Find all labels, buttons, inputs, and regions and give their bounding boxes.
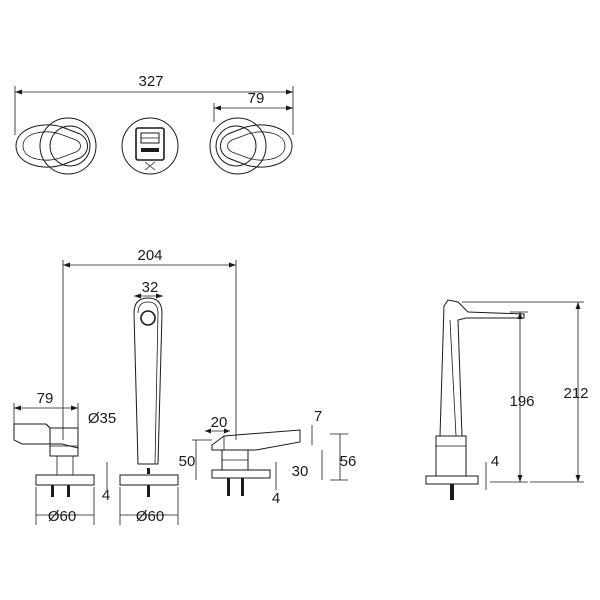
dim-label-dia60-left: Ø60 xyxy=(48,508,76,525)
right-handle-top xyxy=(209,117,293,175)
dim-spout-width: 32 xyxy=(134,279,163,299)
dim-label-30: 30 xyxy=(292,463,309,480)
dim-label-196: 196 xyxy=(509,393,534,410)
dim-label-7: 7 xyxy=(314,408,322,425)
spout-front: Ø60 xyxy=(119,297,179,525)
dim-overall-width-top: 327 xyxy=(14,73,294,135)
dim-label-32: 32 xyxy=(142,279,159,296)
dim-handle-width-top: 79 xyxy=(213,90,293,122)
spout-top xyxy=(121,117,179,175)
dim-label-dia35: Ø35 xyxy=(88,410,116,427)
dim-label-20: 20 xyxy=(211,414,228,431)
dim-label-4-side: 4 xyxy=(491,453,499,470)
dim-label-327: 327 xyxy=(138,73,163,90)
dim-label-dia60-center: Ø60 xyxy=(136,508,164,525)
dim-label-79-front: 79 xyxy=(37,390,54,407)
dim-overall-width-front: 204 xyxy=(62,247,237,440)
front-view: 204 32 Ø60 79 xyxy=(13,247,357,525)
dim-label-50: 50 xyxy=(179,453,196,470)
side-view: 4 196 212 xyxy=(425,299,589,500)
dim-label-56: 56 xyxy=(340,453,357,470)
left-handle-front: 79 Ø35 Ø60 4 xyxy=(13,390,116,525)
top-view: 327 79 xyxy=(14,73,294,175)
left-handle-top xyxy=(15,117,97,175)
dim-label-4-left: 4 xyxy=(102,487,110,504)
right-handle-front: 20 7 50 30 56 4 xyxy=(179,408,357,507)
dim-label-79-top: 79 xyxy=(248,90,265,107)
dim-label-212: 212 xyxy=(563,385,588,402)
dim-label-4-right: 4 xyxy=(272,490,280,507)
dim-label-204: 204 xyxy=(137,247,162,264)
